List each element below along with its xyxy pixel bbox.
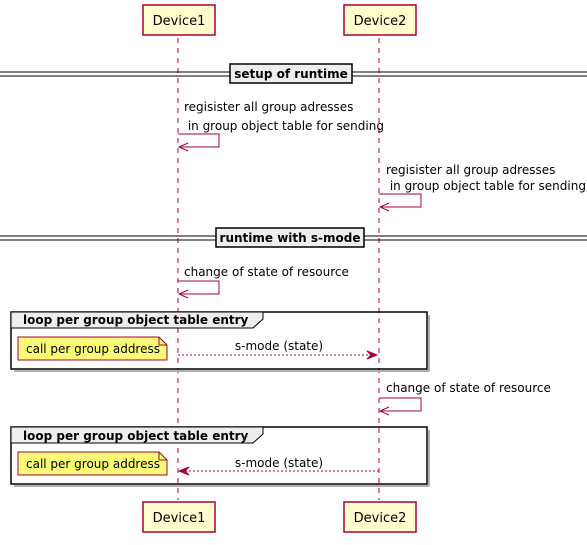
note-2: call per group address <box>17 451 168 476</box>
message-register-device1-line2: in group object table for sending <box>184 119 384 133</box>
loop-frame-1-label: loop per group object table entry <box>23 313 249 327</box>
message-register-device2: regisister all group adresses in group o… <box>378 163 586 212</box>
participant-device2-bottom[interactable]: Device2 <box>343 501 417 533</box>
note-2-text: call per group address <box>26 457 160 471</box>
message-smode-2-label: s-mode (state) <box>235 456 323 470</box>
participant-device2-bottom-label: Device2 <box>354 511 407 526</box>
message-change-device2-label: change of state of resource <box>386 381 551 395</box>
loop-frame-1: loop per group object table entry <box>10 311 430 372</box>
message-register-device2-line1: regisister all group adresses <box>386 163 555 177</box>
participant-device1-bottom-label: Device1 <box>153 511 206 526</box>
divider-runtime-label: runtime with s-mode <box>220 231 361 245</box>
note-1-text: call per group address <box>26 342 160 356</box>
note-1: call per group address <box>17 336 168 361</box>
loop-frame-2: loop per group object table entry <box>10 426 430 487</box>
participant-device1-top[interactable]: Device1 <box>142 4 218 38</box>
participant-device2-top[interactable]: Device2 <box>343 4 417 36</box>
participant-device1-label: Device1 <box>153 14 206 29</box>
participant-device2-label: Device2 <box>354 14 407 29</box>
loop-frame-2-label: loop per group object table entry <box>23 429 249 443</box>
divider-setup-label: setup of runtime <box>234 67 347 81</box>
message-change-device1-label: change of state of resource <box>184 265 349 279</box>
message-smode-1-label: s-mode (state) <box>235 339 323 353</box>
message-change-device1: change of state of resource <box>177 265 349 299</box>
divider-setup: setup of runtime <box>0 63 587 84</box>
message-change-device2: change of state of resource <box>378 381 551 416</box>
participant-device1-bottom[interactable]: Device1 <box>142 501 216 533</box>
message-smode-1: s-mode (state) <box>178 339 379 360</box>
message-register-device1-line1: regisister all group adresses <box>184 100 353 114</box>
message-register-device2-line2: in group object table for sending <box>386 179 586 193</box>
divider-runtime: runtime with s-mode <box>0 227 587 248</box>
message-register-device1: regisister all group adresses in group o… <box>177 100 384 152</box>
message-smode-2: s-mode (state) <box>177 456 379 476</box>
